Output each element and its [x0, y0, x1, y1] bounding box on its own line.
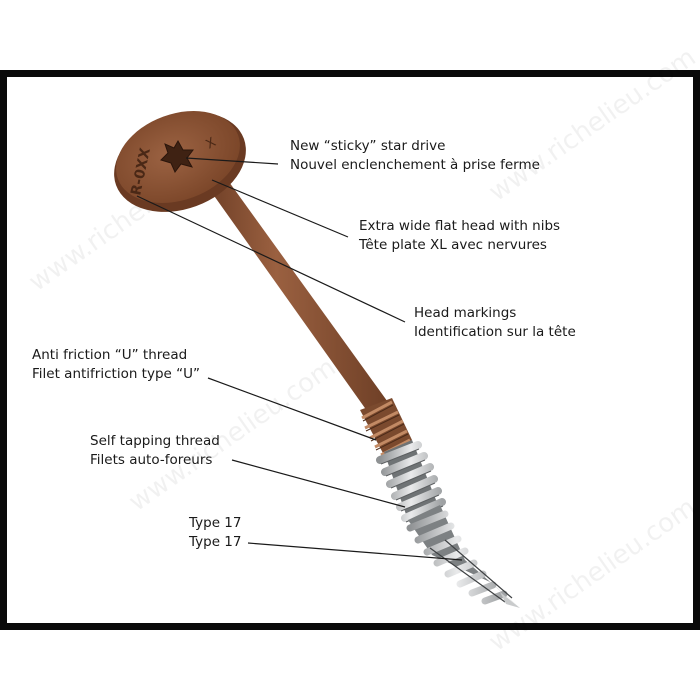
callout-head-markings-fr: Identification sur la tête — [414, 323, 576, 342]
callout-type-17: Type 17 Type 17 — [189, 514, 241, 552]
callout-head-markings: Head markings Identification sur la tête — [414, 304, 576, 342]
callout-u-thread-fr: Filet antifriction type “U” — [32, 365, 200, 384]
callout-flat-head-en: Extra wide flat head with nibs — [359, 217, 560, 236]
callout-u-thread-en: Anti friction “U” thread — [32, 346, 200, 365]
callout-self-tapping: Self tapping thread Filets auto-foreurs — [90, 432, 220, 470]
callout-head-markings-en: Head markings — [414, 304, 576, 323]
callout-u-thread: Anti friction “U” thread Filet antifrict… — [32, 346, 200, 384]
callout-type-17-en: Type 17 — [189, 514, 241, 533]
callout-flat-head: Extra wide flat head with nibs Tête plat… — [359, 217, 560, 255]
screw-shank — [200, 168, 390, 418]
callout-star-drive-en: New “sticky” star drive — [290, 137, 540, 156]
callout-star-drive-fr: Nouvel enclenchement à prise ferme — [290, 156, 540, 175]
callout-self-tapping-fr: Filets auto-foreurs — [90, 451, 220, 470]
callout-type-17-fr: Type 17 — [189, 533, 241, 552]
leader-line-self-tapping — [232, 460, 405, 507]
callout-self-tapping-en: Self tapping thread — [90, 432, 220, 451]
callout-star-drive: New “sticky” star drive Nouvel enclenche… — [290, 137, 540, 175]
callout-flat-head-fr: Tête plate XL avec nervures — [359, 236, 560, 255]
leader-line-head-markings — [137, 196, 405, 322]
